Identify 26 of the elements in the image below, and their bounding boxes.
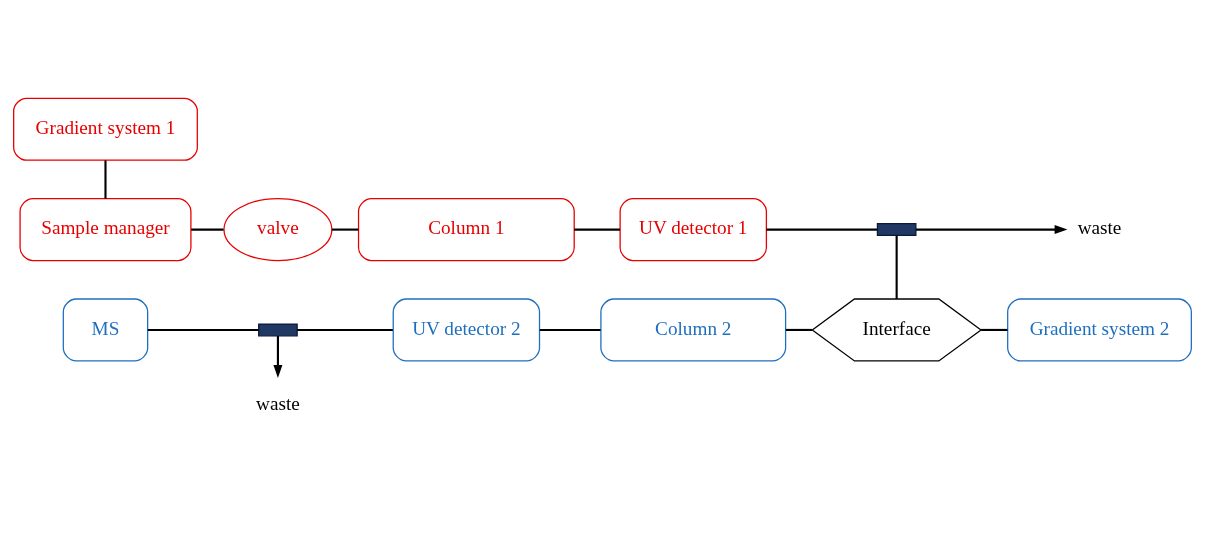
connector (331, 228, 359, 231)
arrow (273, 335, 283, 378)
node-box: UV detector 2 (392, 297, 541, 362)
connector (539, 328, 601, 331)
connector (104, 159, 107, 199)
arrow (915, 224, 1068, 234)
node-box: Sample manager (19, 197, 192, 261)
connector (766, 228, 878, 231)
node-box: MS (62, 297, 149, 362)
connector (574, 228, 620, 231)
node-box: Column 2 (600, 297, 787, 362)
connector (895, 235, 898, 299)
connector (785, 328, 812, 331)
node-ellipse: valve (223, 197, 333, 261)
connector (191, 228, 224, 231)
connector (297, 328, 393, 331)
node-tee (876, 222, 917, 236)
connector (981, 328, 1008, 331)
node-box: Gradient system 2 (1007, 297, 1192, 362)
node-text: waste (256, 392, 300, 414)
node-box: Column 1 (357, 197, 575, 261)
connector (147, 328, 259, 331)
node-box: Gradient system 1 (13, 97, 198, 161)
node-tee (258, 322, 298, 336)
node-box: UV detector 1 (619, 197, 768, 261)
node-text: waste (1077, 216, 1122, 238)
